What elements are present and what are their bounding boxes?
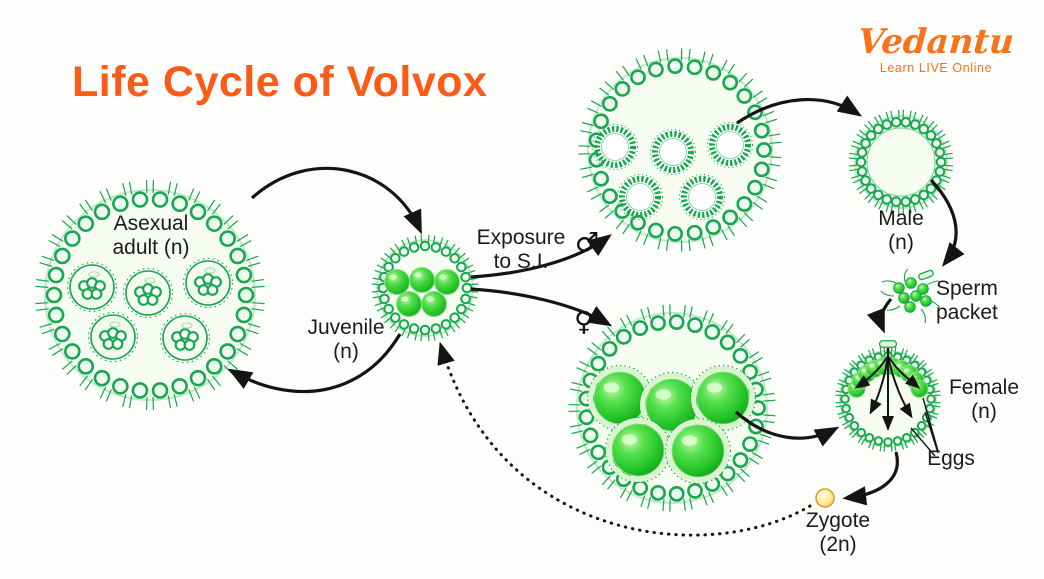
egg-pointer-lines bbox=[910, 397, 939, 457]
male-label: Male (n) bbox=[878, 207, 924, 254]
dashed-return-arrow bbox=[437, 341, 812, 537]
arrows bbox=[227, 95, 965, 506]
juvenile-colony bbox=[371, 234, 479, 342]
female-symbol: ♀ bbox=[574, 306, 594, 338]
zygote-label: Zygote (2n) bbox=[805, 509, 871, 556]
exposure-si-label: Exposure to S.I. bbox=[476, 226, 566, 273]
eggs-label: Eggs bbox=[927, 447, 975, 470]
male-adult-colony bbox=[578, 48, 782, 252]
sperm-packet-label: Sperm packet bbox=[936, 277, 998, 324]
vedantu-tagline: Learn LIVE Online bbox=[879, 61, 993, 75]
juvenile-label: Juvenile (n) bbox=[307, 316, 385, 363]
vedantu-logo: Vedantu Learn LIVE Online bbox=[856, 22, 1016, 75]
vedantu-wordmark: Vedantu bbox=[856, 22, 1016, 62]
male-symbol: ♂ bbox=[574, 227, 600, 259]
female-adult-colony bbox=[568, 304, 776, 512]
female-label: Female (n) bbox=[948, 376, 1020, 423]
male-colony bbox=[848, 109, 954, 215]
zygote bbox=[815, 488, 835, 508]
asexual-adult-label: Asexual adult (n) bbox=[112, 212, 190, 259]
diagram-title: Life Cycle of Volvox bbox=[72, 58, 488, 106]
sperm-packet bbox=[880, 268, 941, 324]
asexual-adult-colony bbox=[35, 180, 265, 410]
